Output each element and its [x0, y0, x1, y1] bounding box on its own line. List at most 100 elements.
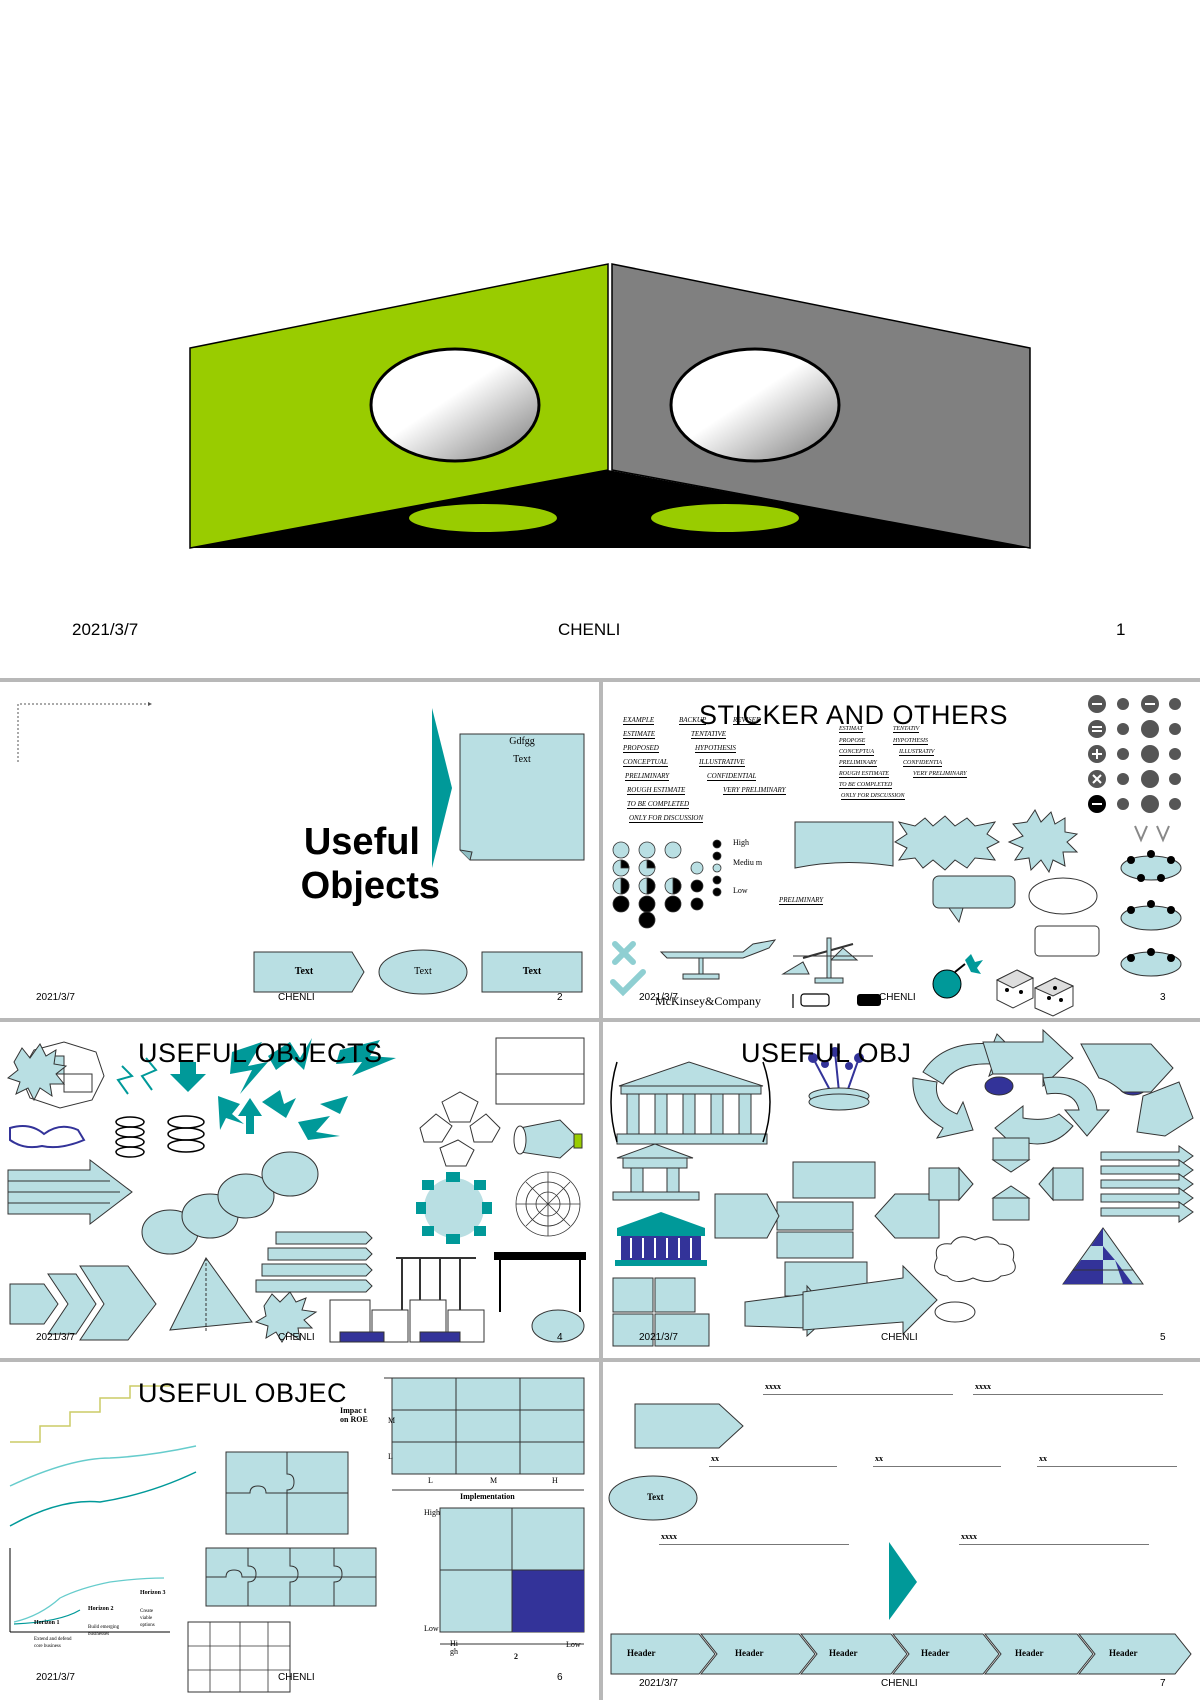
sticker: ONLY FOR DISCUSSION: [629, 814, 704, 823]
footer-author: CHENLI: [881, 1678, 918, 1689]
objects-illustration: [9, 1377, 585, 1693]
slide-number: 6: [557, 1672, 563, 1683]
slide-title: USEFUL OBJECTS: [138, 1038, 383, 1068]
math-icons: [610, 695, 1182, 1017]
matrix-col-h: H: [552, 1476, 558, 1485]
divider: [0, 678, 1200, 682]
sticker: ESTIMATE: [623, 730, 656, 739]
slide-number: 5: [1160, 1332, 1166, 1343]
sticker: TO BE COMPLETED: [839, 782, 893, 789]
objects-illustration: [6, 1037, 586, 1343]
slide-2[interactable]: Gdfgg Text Useful Objects Text Text Text…: [0, 682, 599, 1018]
slide-5[interactable]: USEFUL OBJ 2021/3/7 CHENLI 5: [603, 1022, 1200, 1358]
footer-date: 2021/3/7: [639, 1678, 678, 1689]
sticker: ESTIMAT: [839, 726, 863, 733]
horizon-3: Horizon 3: [140, 1590, 166, 1596]
note-title: Gdfgg: [509, 736, 535, 747]
matrix-row-m: M: [388, 1416, 396, 1425]
sticker: ROUGH ESTIMATE: [839, 771, 889, 778]
footer-date: 2021/3/7: [36, 1332, 75, 1343]
header-chevron-3[interactable]: Header: [829, 1648, 858, 1658]
slide-title: STICKER AND OTHERS: [699, 700, 1009, 730]
slide-number: 7: [1160, 1678, 1166, 1689]
legend-low: Low: [733, 886, 748, 895]
footer-author: CHENLI: [278, 1332, 315, 1343]
sticker: PRELIMINARY: [839, 760, 877, 767]
underline: [873, 1466, 1001, 1467]
sticker: TO BE COMPLETED: [627, 800, 690, 809]
legend-high: High: [733, 838, 749, 847]
matrix2-low: Low: [424, 1624, 439, 1633]
sticker: BACKUP: [679, 716, 707, 725]
footer-date: 2021/3/7: [36, 992, 75, 1003]
sticker: HYPOTHESIS: [695, 744, 736, 753]
footer-date: 2021/3/7: [72, 620, 139, 639]
sticker: PROPOSED: [623, 744, 659, 753]
preliminary-sticker: PRELIMINARY: [779, 896, 824, 905]
footer-author: CHENLI: [881, 1332, 918, 1343]
sticker: VERY PRELIMINARY: [723, 786, 786, 795]
matrix2-high: High: [424, 1508, 440, 1517]
horizon-note-3: Create viable options: [140, 1609, 155, 1628]
slide-4[interactable]: USEFUL OBJECTS 2021/3/7 CHENLI 4: [0, 1022, 599, 1358]
underline: [709, 1466, 837, 1467]
underline: [959, 1544, 1149, 1545]
footer-author: CHENLI: [879, 992, 916, 1003]
slide-1[interactable]: 2021/3/7 CHENLI 1: [0, 0, 1200, 678]
slide-title: USEFUL OBJEC: [138, 1378, 348, 1408]
slide-number: 3: [1160, 992, 1166, 1003]
matrix-col-l: L: [428, 1476, 433, 1485]
horizon-2: Horizon 2: [88, 1606, 114, 1612]
matrix2-x-low: Low: [566, 1640, 581, 1649]
sticker: TENTATIV: [893, 726, 920, 733]
label-xxxx: xxxx: [765, 1382, 781, 1391]
sticker: EXAMPLE: [623, 716, 655, 725]
label-xxxx: xxxx: [975, 1382, 991, 1391]
company-logo: McKinsey&Company: [655, 994, 761, 1008]
footer-date: 2021/3/7: [639, 992, 678, 1003]
header-chevron-4[interactable]: Header: [921, 1648, 950, 1658]
slide-7[interactable]: xxxx xxxx xx xx xx Text xxxx xxxx Header…: [603, 1362, 1200, 1700]
matrix2-x-high: Hi gh: [450, 1639, 458, 1656]
divider: [599, 682, 603, 1700]
sticker: PROPOSE: [839, 738, 866, 745]
box-illustration: [189, 263, 1031, 549]
note-text: Text: [513, 754, 531, 765]
underline: [1037, 1466, 1177, 1467]
sticker: CONFIDENTIAL: [707, 772, 757, 781]
slide-title: USEFUL OBJ: [741, 1038, 912, 1068]
sticker: CONCEPTUAL: [623, 758, 668, 767]
footer-author: CHENLI: [558, 620, 621, 639]
objects-illustration: [608, 1403, 1192, 1675]
label-xxxx: xxxx: [961, 1532, 977, 1541]
footer-date: 2021/3/7: [36, 1672, 75, 1683]
slide-number: 1: [1116, 620, 1126, 639]
sticker: ILLUSTRATIV: [899, 749, 935, 756]
sticker: ROUGH ESTIMATE: [627, 786, 686, 795]
sticker: CONFIDENTIA: [903, 760, 942, 767]
oval-text[interactable]: Text: [647, 1492, 664, 1502]
label-xx: xx: [711, 1454, 719, 1463]
sticker: REVISED: [733, 716, 761, 725]
label-xxxx: xxxx: [661, 1532, 677, 1541]
legend-medium: Mediu m: [733, 858, 763, 867]
underline: [973, 1394, 1163, 1395]
horizon-note-1: Extend and defend core business: [34, 1637, 72, 1649]
dotted-guide: [17, 702, 585, 995]
horizon-1: Horizon 1: [34, 1620, 60, 1626]
matrix-impact-label: Impac t on ROE: [340, 1406, 368, 1424]
button-text-2[interactable]: Text: [414, 966, 432, 977]
header-chevron-5[interactable]: Header: [1015, 1648, 1044, 1658]
sticker: CONCEPTUA: [839, 749, 875, 756]
header-chevron-1[interactable]: Header: [627, 1648, 656, 1658]
button-text-3[interactable]: Text: [522, 966, 542, 977]
sticker: PRELIMINARY: [625, 772, 670, 781]
matrix2-axis-label: 2: [514, 1652, 518, 1661]
slide-3[interactable]: STICKER AND OTHERS EXAMPLE BACKUP REVISE…: [603, 682, 1200, 1018]
header-chevron-2[interactable]: Header: [735, 1648, 764, 1658]
header-chevron-6[interactable]: Header: [1109, 1648, 1138, 1658]
slide-6[interactable]: USEFUL OBJEC Impac t on ROE M L L M H Im…: [0, 1362, 599, 1700]
slide-title-line1: Useful: [303, 821, 420, 863]
matrix-col-m: M: [490, 1476, 498, 1485]
button-text-1[interactable]: Text: [294, 966, 314, 977]
